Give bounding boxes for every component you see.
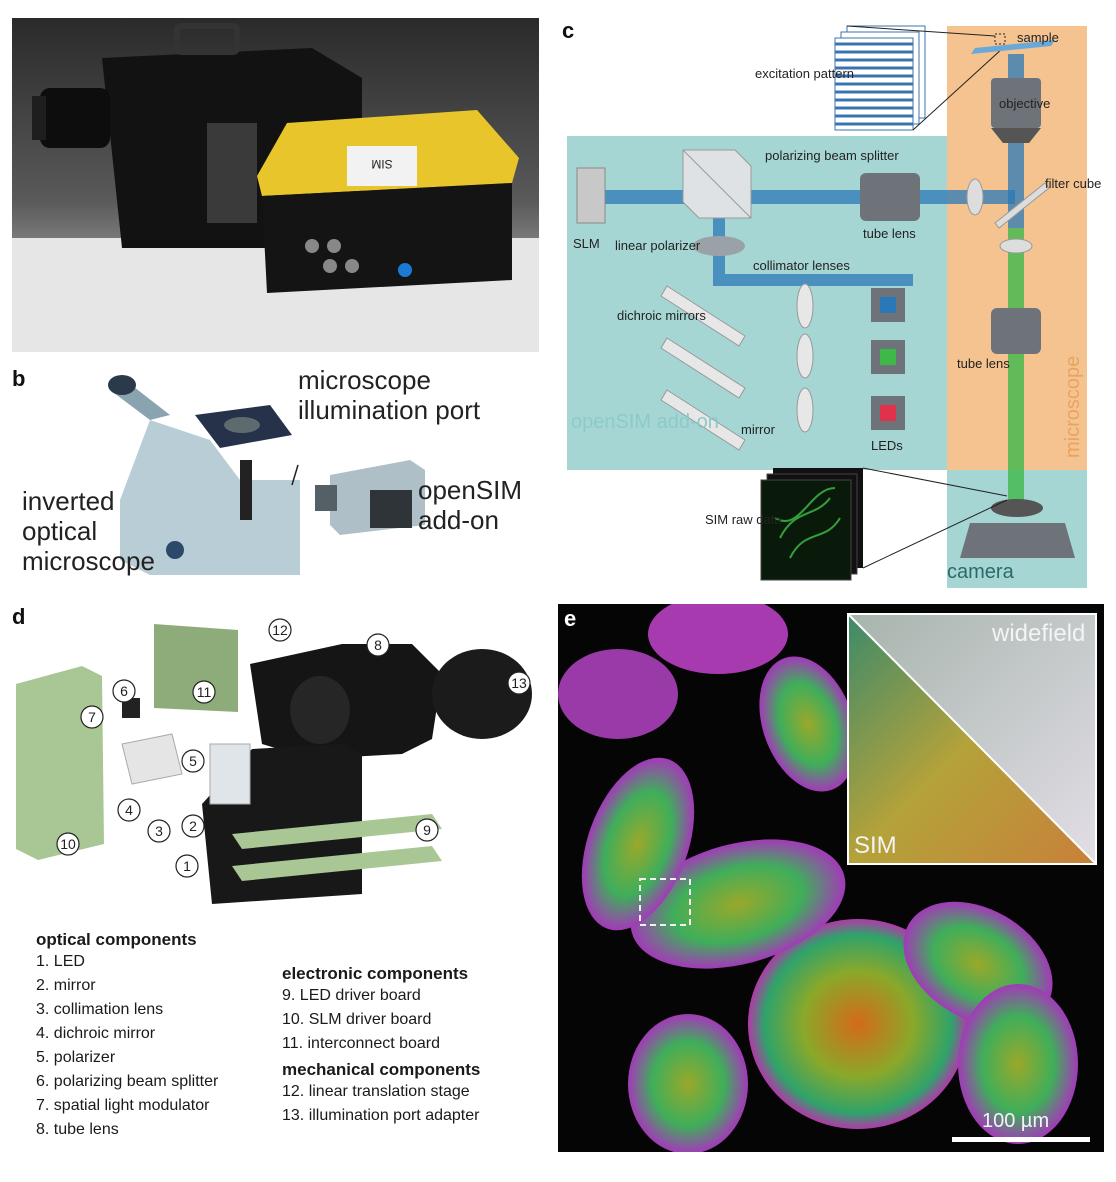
list-item: 11. interconnect board — [282, 1035, 441, 1052]
callout-3: 3 — [155, 823, 163, 839]
panel-e-image: e widefield SIM 100 µm — [558, 604, 1104, 1152]
label-linear-polarizer: linear polarizer — [615, 238, 701, 253]
panel-label-c: c — [562, 18, 575, 43]
label-excitation-pattern: excitation pattern — [755, 66, 854, 81]
list-item: 4. dichroic mirror — [36, 1025, 156, 1042]
label-excitation-pattern-text: excitation pattern — [755, 66, 854, 81]
optical-components-list: optical components 1. LED 2. mirror 3. c… — [36, 930, 266, 1142]
panel-label-b: b — [12, 366, 26, 391]
list-item: 1. LED — [36, 953, 85, 970]
label-slm: SLM — [573, 236, 600, 251]
panel-c-schematic: sample excitation pattern objective pola… — [555, 18, 1116, 590]
label-mirror: mirror — [741, 422, 776, 437]
callout-12: 12 — [272, 622, 288, 638]
label-leds: LEDs — [871, 438, 903, 453]
label-pbs: polarizing beam splitter — [765, 148, 899, 163]
list-item: 12. linear translation stage — [282, 1083, 470, 1100]
roi-box — [639, 878, 691, 926]
list-item: 13. illumination port adapter — [282, 1107, 480, 1124]
label-microscope-c: microscope — [1062, 356, 1084, 458]
label-illumination-port: microscope illumination port — [298, 365, 481, 425]
label-collimator: collimator lenses — [753, 258, 850, 273]
label-tube-lens-top: tube lens — [863, 226, 916, 241]
callout-13: 13 — [511, 675, 527, 691]
list-item: 5. polarizer — [36, 1049, 116, 1066]
label-dichroic: dichroic mirrors — [617, 308, 706, 323]
lid-label: SIM — [371, 157, 392, 171]
label-opensim-addon-c: openSIM add-on — [571, 411, 719, 433]
label-filter-cube: filter cube set — [1045, 176, 1105, 191]
list-item: 6. polarizing beam splitter — [36, 1073, 219, 1090]
electronic-heading: electronic components — [282, 964, 469, 983]
label-objective: objective — [999, 96, 1050, 111]
label-sim: SIM — [854, 832, 897, 859]
label-sim-raw: SIM raw data — [705, 512, 782, 527]
optical-heading: optical components — [36, 930, 197, 949]
callout-11: 11 — [197, 684, 212, 700]
list-item: 9. LED driver board — [282, 987, 421, 1004]
label-inverted-microscope: inverted optical microscope — [22, 486, 155, 576]
panel-label-e: e — [564, 606, 577, 631]
list-item: 2. mirror — [36, 977, 96, 994]
list-item: 10. SLM driver board — [282, 1011, 432, 1028]
panel-b-render — [30, 360, 550, 590]
electronic-components-list: electronic components 9. LED driver boar… — [282, 964, 542, 1128]
callout-7: 7 — [88, 709, 96, 725]
callout-10: 10 — [60, 836, 76, 852]
callout-8: 8 — [374, 637, 382, 653]
panel-label-d: d — [12, 604, 26, 629]
label-opensim-addon: openSIM add-on — [418, 475, 523, 535]
list-item: 7. spatial light modulator — [36, 1097, 210, 1114]
inset-comparison — [847, 613, 1097, 865]
label-widefield: widefield — [992, 620, 1086, 647]
panel-a-photo: SIM — [12, 18, 539, 352]
label-camera: camera — [947, 561, 1015, 583]
scale-bar — [952, 1137, 1090, 1142]
callout-5: 5 — [189, 753, 197, 769]
callout-4: 4 — [125, 802, 133, 818]
label-sample: sample — [1017, 30, 1059, 45]
callout-2: 2 — [189, 818, 197, 834]
callout-1: 1 — [183, 858, 191, 874]
list-item: 3. collimation lens — [36, 1001, 164, 1018]
callout-9: 9 — [423, 822, 431, 838]
scale-bar-label: 100 µm — [982, 1110, 1050, 1132]
mechanical-heading: mechanical components — [282, 1060, 481, 1079]
excitation-pattern-stack — [834, 25, 926, 131]
label-tube-lens-side: tube lens — [957, 356, 1010, 371]
list-item: 8. tube lens — [36, 1121, 119, 1138]
callout-6: 6 — [120, 683, 128, 699]
